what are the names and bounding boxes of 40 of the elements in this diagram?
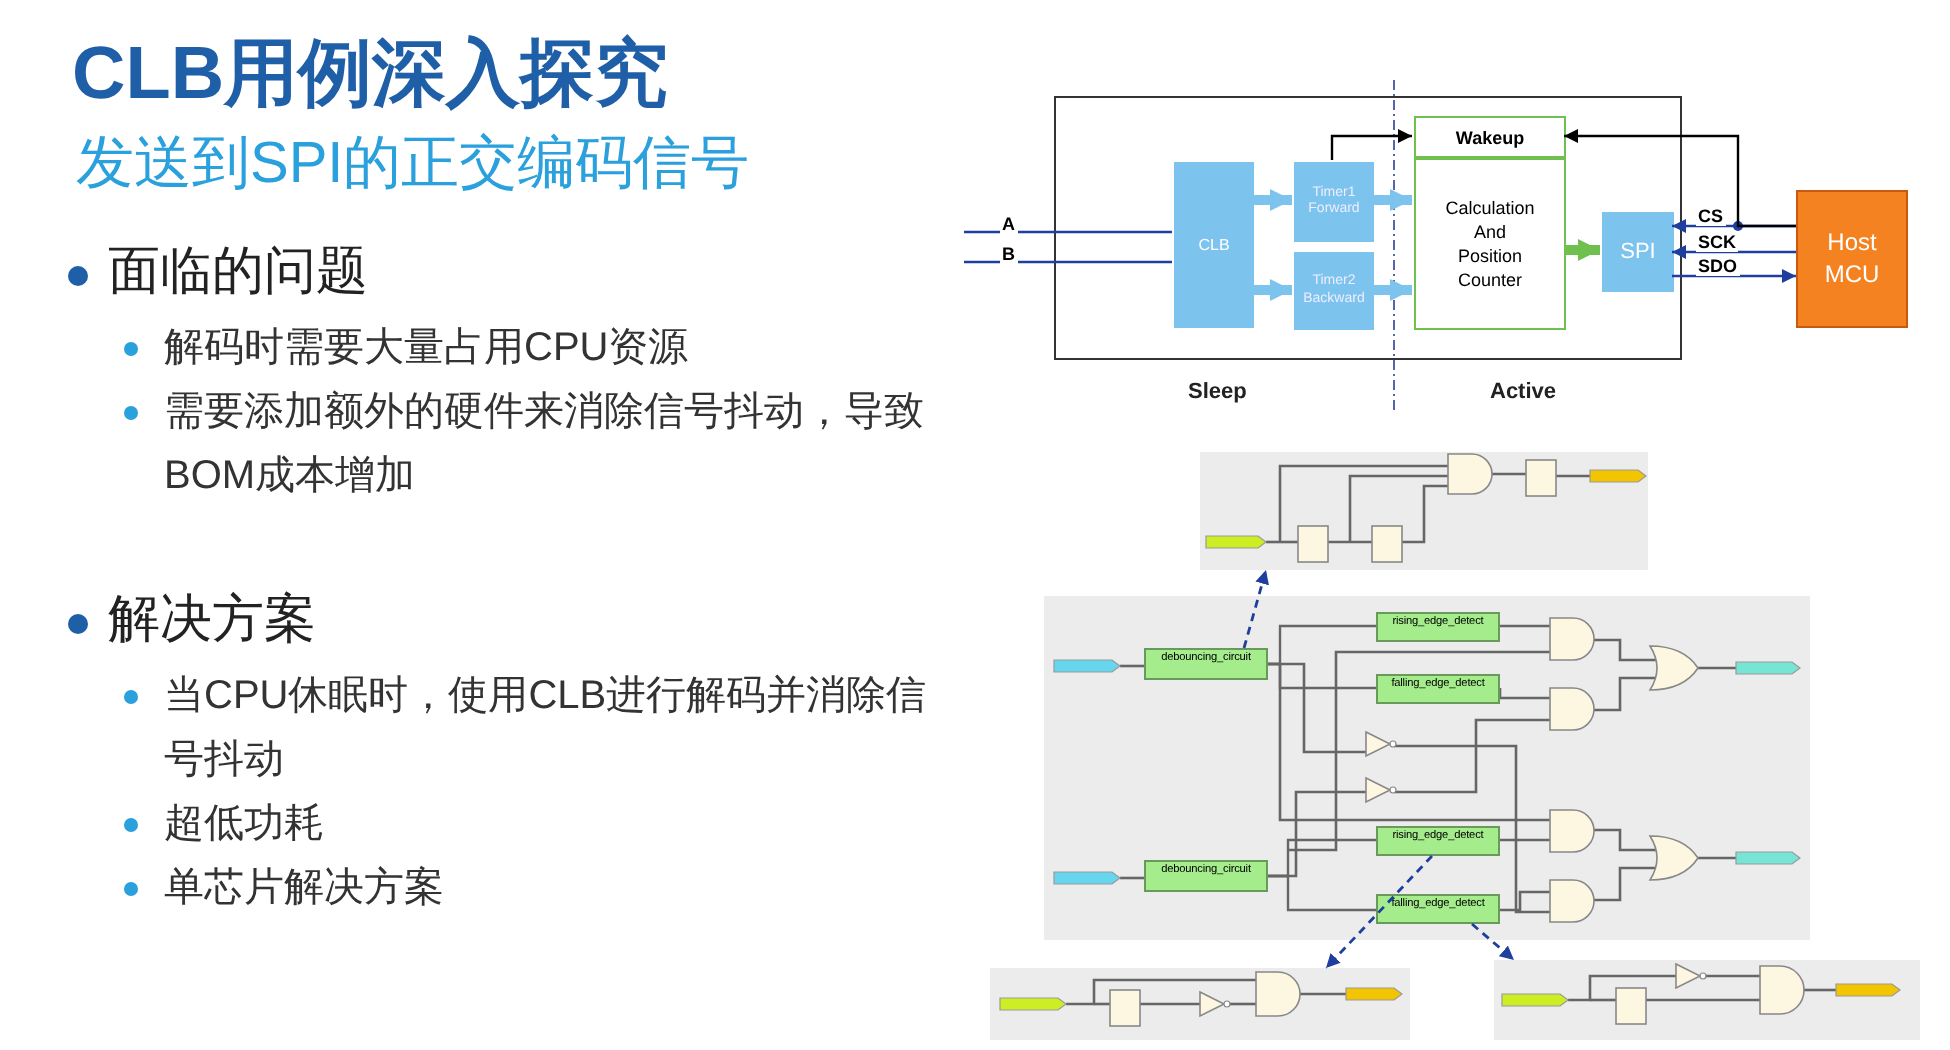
signal-label: CS xyxy=(1696,208,1726,226)
wire xyxy=(1268,662,1376,690)
zone-label: Active xyxy=(1490,380,1557,404)
bullet-heading: 面临的问题 xyxy=(108,238,368,304)
bullet-text: 单芯片解决方案 xyxy=(164,864,446,914)
signal-label: B xyxy=(1000,246,1017,264)
leader-arrow xyxy=(1325,855,1433,969)
arrow xyxy=(1330,129,1412,160)
subtitle: 发送到SPI的正交编码信号 xyxy=(76,130,750,200)
signal-label: SCK xyxy=(1696,234,1739,252)
host-mcu-block: Host MCU xyxy=(1796,190,1908,328)
schematic-panel xyxy=(1494,960,1920,1040)
bullet-text: 当CPU休眠时，使用CLB进行解码并消除信号抖动 xyxy=(164,672,929,786)
zone-label: Sleep xyxy=(1188,380,1247,404)
spi-block: SPI xyxy=(1602,212,1674,292)
arrow xyxy=(1252,189,1292,211)
leader-arrow xyxy=(1471,922,1515,962)
system-box xyxy=(1054,96,1682,360)
bullet-text: 需要添加额外的硬件来消除信号抖动，导致BOM成本增加 xyxy=(164,388,926,502)
clb-block: CLB xyxy=(1174,162,1254,328)
bullet-text: 解码时需要大量占用CPU资源 xyxy=(164,324,691,374)
arrow xyxy=(1372,189,1412,211)
schematic-panel xyxy=(990,968,1410,1040)
wire xyxy=(1268,874,1376,912)
counter-box: Calculation And Position Counter xyxy=(1414,158,1566,330)
arrow xyxy=(1672,245,1796,259)
bullet-text: 超低功耗 xyxy=(164,800,326,850)
leader-arrow xyxy=(1242,569,1269,649)
slide-title: CLB用例深入探究 xyxy=(72,30,669,118)
arrow xyxy=(1672,269,1796,283)
arrow xyxy=(1564,239,1600,261)
signal-label: SDO xyxy=(1696,258,1740,276)
wire xyxy=(964,230,1172,234)
arrow xyxy=(1252,279,1292,301)
arrow xyxy=(1372,279,1412,301)
wakeup-box: Wakeup xyxy=(1414,116,1566,158)
signal-label: A xyxy=(1000,216,1017,234)
arrow xyxy=(1564,129,1796,228)
bullet-heading: 解决方案 xyxy=(108,586,316,652)
wire xyxy=(964,260,1172,264)
